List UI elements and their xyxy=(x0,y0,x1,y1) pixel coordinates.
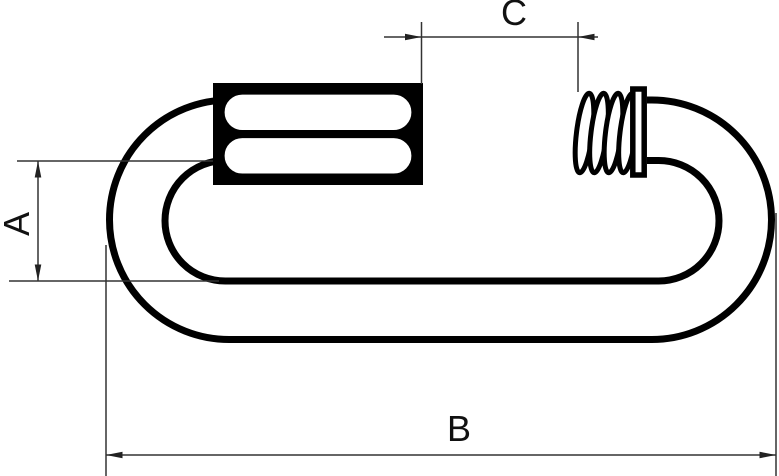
thread-collar xyxy=(630,86,647,178)
dim-a-label: A xyxy=(0,211,37,237)
lock-nut-facet-bottom xyxy=(220,133,416,179)
dimension-b xyxy=(105,213,777,476)
dim-a-arrow-top xyxy=(34,161,42,178)
lock-nut-facet-top xyxy=(220,90,416,135)
dim-b-arrow-left xyxy=(106,451,123,459)
dimension-a xyxy=(9,160,219,282)
dim-b-label: B xyxy=(446,408,472,449)
dimension-c xyxy=(384,22,598,92)
dim-c-arrow-left xyxy=(405,33,422,41)
dim-c-arrow-right xyxy=(578,33,595,41)
dim-c-label: C xyxy=(501,0,527,33)
dim-a-arrow-bottom xyxy=(34,264,42,281)
dim-b-arrow-right xyxy=(759,451,776,459)
